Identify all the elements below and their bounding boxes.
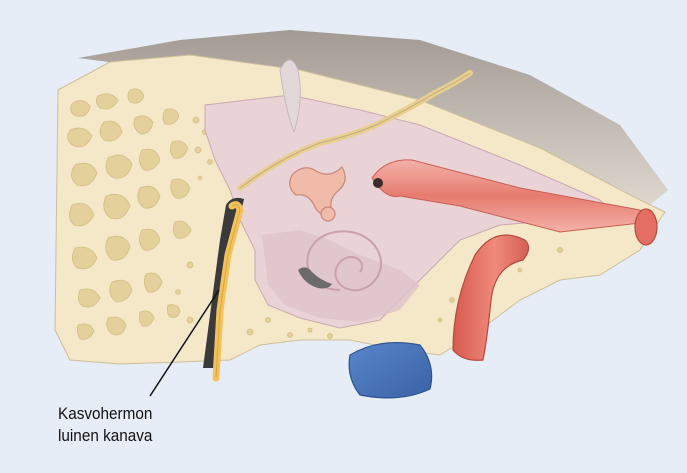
label-line-2: luinen kanava [58,425,152,447]
tube-opening [635,209,657,245]
facial-nerve-canal-label: Kasvohermon luinen kanava [58,403,152,447]
label-line-1: Kasvohermon [58,403,152,425]
jugular-vein [349,343,432,398]
